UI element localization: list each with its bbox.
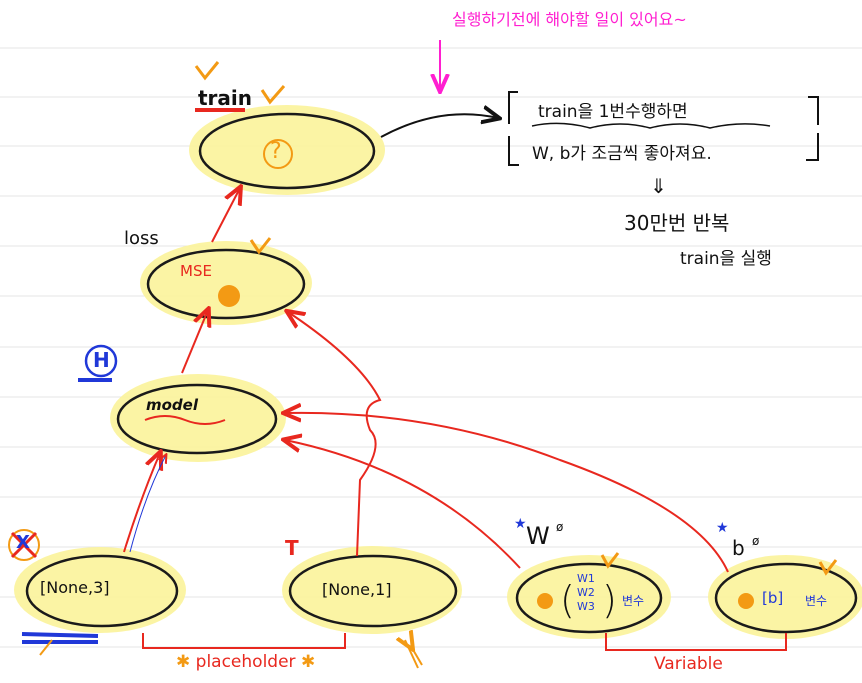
b-empty-marker: ø (752, 534, 760, 548)
model-marker: H (93, 348, 110, 372)
w-empty-marker: ø (556, 520, 564, 534)
w-vector-item: W2 (577, 586, 595, 599)
model-node (110, 374, 286, 462)
w-vector-left-paren: ( (560, 578, 575, 622)
x-node-label: [None,3] (40, 578, 110, 597)
result-line-1: 30만번 반복 (624, 211, 730, 235)
b-node-content: [b] (762, 589, 784, 607)
t-node (282, 546, 462, 634)
w-star-icon: ★ (514, 516, 527, 532)
cross-icon (10, 531, 38, 559)
checkmark-icons (194, 61, 838, 576)
checkmark-icon (194, 61, 220, 81)
explanation-bracket-left-bottom (508, 136, 519, 166)
x-marker-circle (8, 529, 40, 561)
checkmark-icon (818, 559, 838, 576)
star-icon: ✱ (176, 652, 191, 672)
checkmark-icon (260, 85, 286, 105)
variable-label: Variable (654, 654, 723, 674)
b-suffix: 변수 (805, 594, 828, 608)
train-node (189, 105, 385, 195)
w-vector-right-paren: ) (602, 578, 617, 622)
explanation-line-1: train을 1번수행하면 (538, 102, 688, 122)
underline-squiggle (531, 122, 771, 129)
x-marker: X (16, 532, 30, 553)
b-node (708, 555, 862, 639)
question-mark-icon (263, 139, 293, 169)
explanation-line-2: W, b가 조금씩 좋아져요. (532, 144, 712, 164)
checkmark-icon (600, 552, 620, 569)
t-node-label: [None,1] (322, 580, 392, 599)
w-name: W (526, 522, 550, 550)
model-label: model (146, 396, 198, 414)
explanation-bracket-left-top (508, 91, 518, 124)
b-star-icon: ★ (716, 520, 729, 536)
mse-node (140, 241, 312, 325)
w-vector-item: W1 (577, 572, 595, 585)
checkmark-icon (249, 237, 272, 255)
train-label: train (198, 86, 253, 110)
variable-bracket (605, 633, 787, 651)
loss-label: loss (124, 228, 159, 249)
model-squiggle (144, 415, 226, 425)
down-arrow-icon: ⇓ (650, 174, 667, 198)
explanation-bracket-right-bottom (806, 133, 819, 161)
graph-edges (123, 188, 729, 573)
w-node (507, 555, 671, 639)
explanation-bracket-right-top (808, 96, 819, 125)
loss-dot-icon (218, 285, 240, 307)
train-content: ? (270, 139, 282, 164)
w-vector: W1 W2 W3 (577, 572, 595, 614)
placeholder-label: ✱ placeholder ✱ (176, 652, 315, 672)
x-node (14, 547, 186, 633)
w-vector-item: W3 (577, 600, 595, 613)
x-underline (21, 632, 99, 638)
b-name: b (732, 536, 745, 560)
star-icon: ✱ (300, 652, 316, 672)
pointer-arrow (404, 639, 419, 669)
x-tick-mark (39, 639, 53, 656)
explanation-arrow (380, 114, 498, 138)
result-line-2: train을 실행 (680, 249, 772, 269)
top-note: 실행하기전에 해야할 일이 있어요~ (452, 10, 687, 29)
w-dot-icon (537, 593, 553, 609)
w-suffix: 변수 (622, 594, 645, 608)
mse-label: MSE (180, 262, 212, 280)
placeholder-text: placeholder (195, 652, 296, 672)
b-dot-icon (738, 593, 754, 609)
t-marker: T (285, 536, 299, 560)
model-marker-circle (84, 344, 118, 378)
placeholder-bracket (142, 633, 346, 649)
placeholder-pointer (412, 648, 423, 666)
